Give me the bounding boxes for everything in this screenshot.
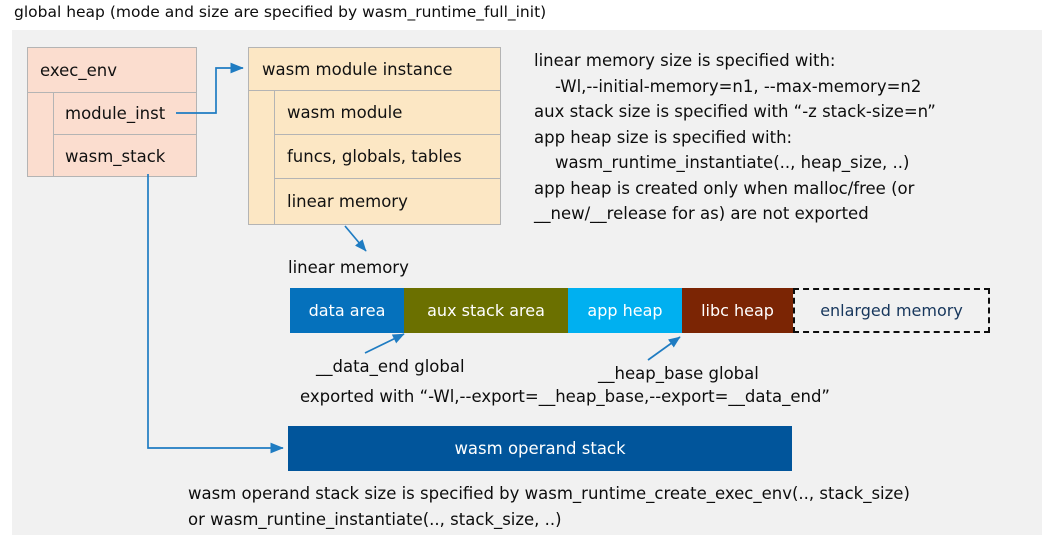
operand-stack-note: wasm operand stack size is specified by … [188, 484, 910, 529]
module-instance-gutter [249, 91, 275, 224]
wasm-module-instance-box: wasm module instance wasm module funcs, … [248, 47, 501, 225]
page-title: global heap (mode and size are specified… [14, 3, 547, 21]
exec-env-box: exec_env module_inst wasm_stack [27, 47, 197, 177]
module-instance-row-funcs-globals-tables: funcs, globals, tables [275, 135, 500, 179]
module-instance-body: wasm module funcs, globals, tables linea… [249, 91, 500, 224]
memory-segment-libc-heap: libc heap [682, 288, 793, 333]
memory-segment-data-area: data area [290, 288, 404, 333]
wire-module-inst-to-instance [176, 62, 244, 114]
module-instance-header: wasm module instance [249, 48, 500, 91]
memory-segment-enlarged-memory: enlarged memory [793, 288, 990, 333]
memory-segment-app-heap: app heap [568, 288, 682, 333]
linear-memory-label: linear memory [288, 258, 409, 277]
annotation-data-end: __data_end global [316, 357, 465, 376]
wire-data-end-pointer [364, 333, 405, 354]
wasm-operand-stack-bar: wasm operand stack [288, 426, 792, 471]
exec-env-row-wasm-stack: wasm_stack [65, 146, 166, 166]
memory-segment-aux-stack-area: aux stack area [404, 288, 568, 333]
module-instance-row-linear-memory: linear memory [287, 191, 408, 211]
wire-wasm-stack-to-operand-stack [147, 174, 284, 454]
module-instance-row-wasm-module: wasm module [275, 91, 500, 135]
exec-env-body: module_inst wasm_stack [28, 93, 196, 177]
annotation-heap-base: __heap_base global [598, 364, 759, 383]
annotation-exported-with: exported with “-Wl,--export=__heap_base,… [300, 387, 830, 406]
exec-env-rows: module_inst wasm_stack [54, 93, 196, 177]
wire-heap-base-pointer [647, 336, 681, 361]
exec-env-gutter [28, 93, 54, 177]
memory-config-notes: linear memory size is specified with: -W… [534, 51, 936, 223]
exec-env-header: exec_env [28, 48, 196, 93]
wire-linear-memory-to-bar [344, 225, 367, 252]
module-instance-rows: wasm module funcs, globals, tables linea… [275, 91, 500, 224]
exec-env-row-module-inst: module_inst [54, 93, 196, 135]
